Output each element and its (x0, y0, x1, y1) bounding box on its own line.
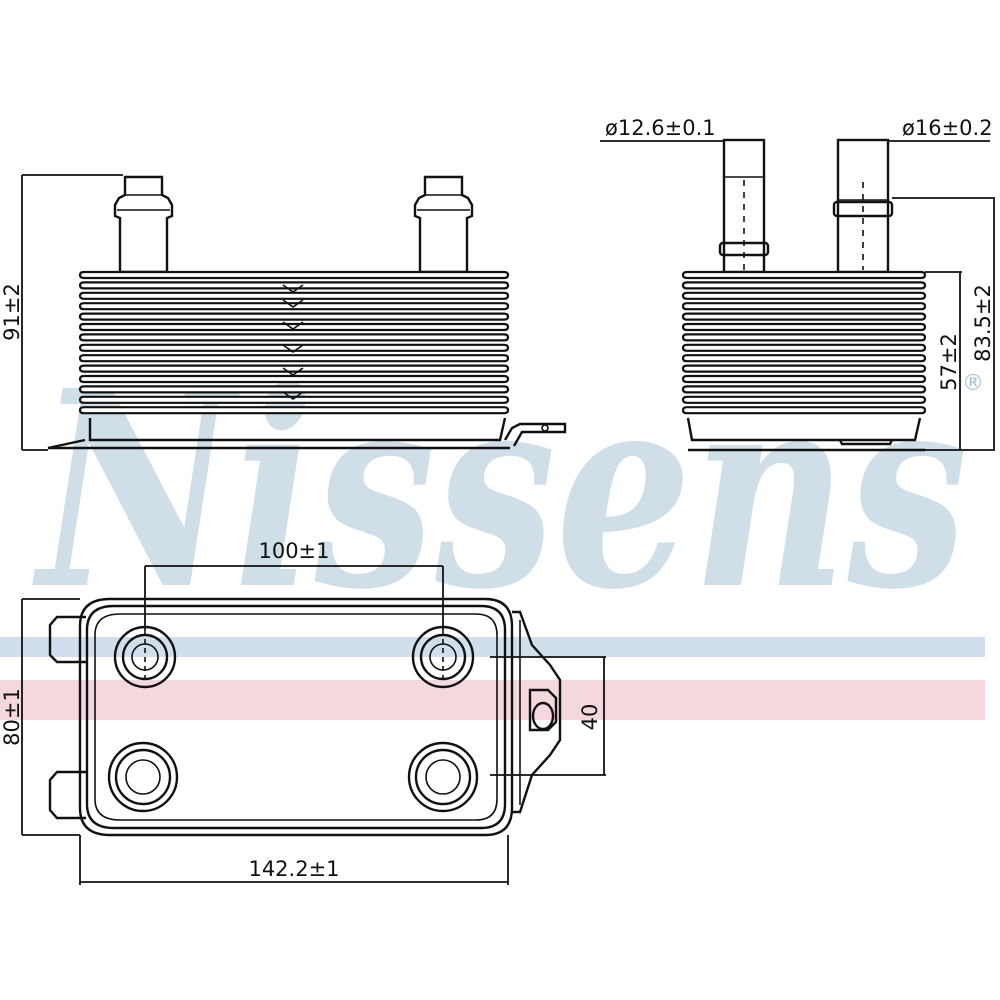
brand-watermark: Nissens ® (0, 331, 985, 720)
core-fin (78, 312, 510, 321)
core-fin (681, 322, 927, 332)
core-fin (681, 354, 927, 363)
core-fin (681, 385, 927, 394)
core-fin (78, 270, 510, 280)
center-chevron (282, 321, 304, 330)
front-left-pipe (113, 175, 174, 274)
watermark-registered-mark: ® (962, 371, 984, 396)
center-chevron (282, 367, 304, 376)
dim-side-height: 83.5±2 (892, 197, 995, 451)
dim-total-height-label: 91±2 (0, 283, 24, 341)
core-fin (78, 385, 510, 394)
dim-total-height: 91±2 (0, 174, 123, 451)
dim-width-label: 80±1 (0, 688, 24, 746)
dim-bolt-spacing-label: 100±1 (258, 539, 329, 563)
core-fin (78, 322, 510, 332)
side-inlet-pipe (718, 138, 770, 274)
core-fin (681, 343, 927, 352)
core-fin (78, 343, 510, 352)
center-chevron (282, 284, 304, 293)
port-bottom-left (107, 741, 179, 813)
top-right-bracket (512, 610, 562, 814)
watermark-brand-text: Nissens (31, 331, 968, 649)
dim-length: 142.2±1 (79, 835, 509, 885)
dim-outlet-diameter-label: ø16±0.2 (902, 116, 993, 140)
core-fin (681, 291, 927, 300)
dim-inlet-diameter-label: ø12.6±0.1 (605, 116, 716, 140)
core-fin (78, 281, 510, 290)
dim-core-height: 57±2 (925, 271, 962, 450)
center-chevron (282, 391, 304, 400)
side-outlet-pipe (832, 138, 894, 274)
core-fin (78, 354, 510, 363)
dim-width: 80±1 (0, 598, 80, 836)
dim-length-label: 142.2±1 (248, 857, 339, 881)
core-fin (681, 312, 927, 321)
center-chevron (282, 299, 304, 308)
top-left-tab-upper (48, 615, 86, 664)
side-base-plate (686, 417, 925, 452)
dim-bolt-spacing: 100±1 (144, 539, 444, 630)
core-fin (78, 333, 510, 342)
dim-bracket-span: 40 (490, 656, 606, 776)
core-fin (681, 281, 927, 290)
front-base-plate (47, 417, 567, 450)
front-core-fins (78, 270, 510, 415)
dim-bracket-span-label: 40 (578, 704, 602, 731)
dim-side-height-label: 83.5±2 (971, 284, 995, 362)
watermark-pink-stripe (0, 680, 985, 720)
core-fin (681, 395, 927, 404)
dim-outlet-diameter: ø16±0.2 (888, 116, 993, 142)
dim-core-height-label: 57±2 (937, 333, 961, 391)
side-core-fins (681, 270, 927, 415)
core-fin (681, 406, 927, 415)
core-fin (681, 302, 927, 311)
core-fin (681, 333, 927, 342)
core-fin (78, 395, 510, 404)
center-chevron (282, 344, 304, 353)
dim-inlet-diameter: ø12.6±0.1 (600, 116, 724, 142)
core-fin (681, 374, 927, 384)
core-fin (78, 291, 510, 300)
front-center-markers (282, 284, 304, 400)
core-fin (78, 406, 510, 415)
core-fin (78, 374, 510, 384)
front-view (47, 175, 567, 450)
port-bottom-right (407, 741, 479, 813)
core-fin (681, 364, 927, 373)
bracket-hole (531, 701, 555, 731)
side-view (681, 138, 927, 452)
front-right-pipe (413, 175, 474, 274)
top-body-outer (78, 597, 514, 837)
core-fin (681, 270, 927, 280)
top-left-tab-lower (48, 770, 86, 820)
watermark-blue-stripe (0, 637, 985, 657)
core-fin (78, 364, 510, 373)
